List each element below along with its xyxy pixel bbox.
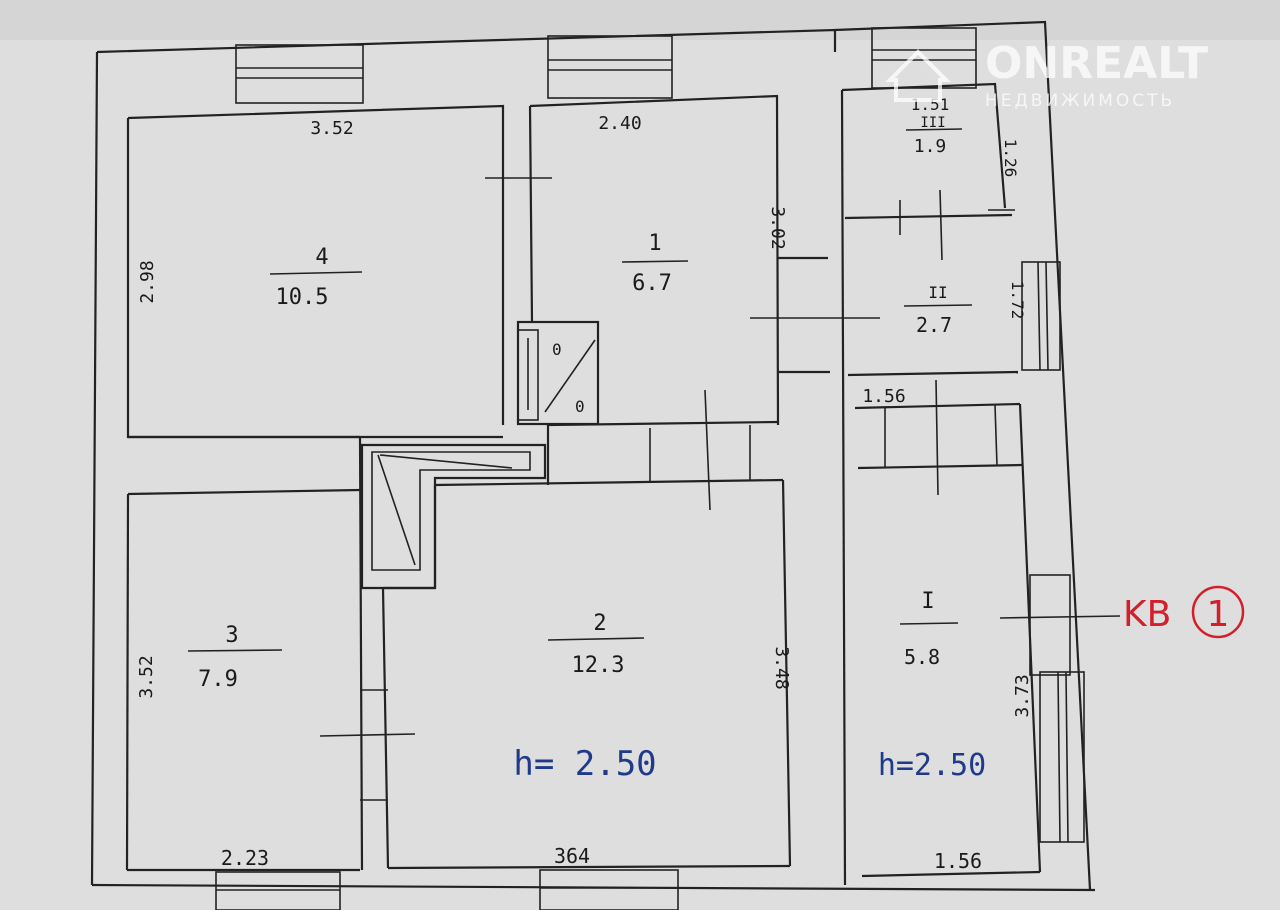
dimension-labels: 3.52 2.40 1.51 2.98 3.02 1.26 1.72 1.56 … bbox=[136, 95, 1033, 873]
svg-text:0: 0 bbox=[575, 397, 585, 416]
height-annex: h=2.50 bbox=[878, 748, 986, 783]
watermark-brand: ONREALT bbox=[985, 38, 1208, 89]
apartment-label: KB 1 bbox=[1123, 585, 1245, 639]
room-4-label: 4 10.5 bbox=[269, 245, 363, 310]
apartment-number: 1 bbox=[1207, 594, 1230, 635]
dim-top-mid: 2.40 bbox=[598, 113, 641, 134]
window-right-door bbox=[1029, 574, 1071, 676]
chimney-block bbox=[360, 443, 547, 590]
apartment-number-circle bbox=[1191, 585, 1245, 639]
apartment-prefix: KB bbox=[1123, 594, 1171, 635]
room-2-number: 2 bbox=[593, 611, 606, 636]
watermark-tagline: НЕДВИЖИМОСТЬ bbox=[985, 91, 1175, 111]
dim-bottom-right: 1.56 bbox=[934, 849, 982, 873]
room-3-label: 3 7.9 bbox=[187, 623, 283, 692]
room-I-area: 5.8 bbox=[904, 645, 940, 669]
room-2-area: 12.3 bbox=[572, 653, 625, 678]
room-II-number: II bbox=[928, 283, 947, 302]
room-III-number: III bbox=[920, 115, 945, 131]
room-3-number: 3 bbox=[225, 623, 238, 648]
room-II-area: 2.7 bbox=[916, 313, 952, 337]
room-4-area: 10.5 bbox=[276, 285, 329, 310]
dim-mid-upper: 3.02 bbox=[767, 206, 788, 249]
room-III-label: III 1.9 bbox=[905, 115, 963, 157]
paper-shadow bbox=[0, 0, 1280, 40]
window-right-upper bbox=[1021, 261, 1061, 371]
dim-top-left: 3.52 bbox=[310, 118, 353, 139]
stove-block: 0 0 bbox=[516, 320, 600, 426]
room-III-area: 1.9 bbox=[914, 136, 947, 157]
room-II-label: II 2.7 bbox=[903, 283, 973, 337]
window-bottom-left bbox=[215, 871, 341, 910]
dim-bottom-left: 2.23 bbox=[221, 846, 269, 870]
dim-right-hall: 1.56 bbox=[862, 386, 905, 407]
window-bottom-mid bbox=[539, 869, 679, 910]
window-top-left bbox=[235, 44, 364, 104]
watermark: ONREALT НЕДВИЖИМОСТЬ bbox=[885, 38, 1208, 111]
dim-mid-lower: 3.48 bbox=[771, 646, 792, 689]
dim-left-upper: 2.98 bbox=[137, 260, 158, 303]
room-1-area: 6.7 bbox=[632, 271, 672, 296]
dim-bottom-mid: 364 bbox=[554, 844, 590, 868]
svg-text:0: 0 bbox=[552, 340, 562, 359]
window-top-mid bbox=[547, 35, 673, 99]
room-3-area: 7.9 bbox=[198, 667, 238, 692]
dim-right-top: 1.26 bbox=[1001, 139, 1020, 178]
room-2-label: 2 12.3 bbox=[547, 611, 645, 678]
room-I-label: I 5.8 bbox=[899, 589, 959, 669]
window-right-lower bbox=[1039, 671, 1085, 843]
room-I-number: I bbox=[921, 589, 934, 614]
dim-left-lower: 3.52 bbox=[136, 655, 157, 698]
door-marks bbox=[319, 177, 1121, 801]
height-main: h= 2.50 bbox=[513, 744, 656, 784]
room-4-number: 4 bbox=[315, 245, 328, 270]
dim-right-lower: 3.73 bbox=[1012, 674, 1033, 717]
house-logo-icon bbox=[885, 49, 951, 102]
room-1-label: 1 6.7 bbox=[621, 231, 689, 296]
dim-top-right: 1.51 bbox=[911, 95, 950, 114]
dim-right-mid: 1.72 bbox=[1008, 281, 1027, 320]
room-1-number: 1 bbox=[648, 231, 661, 256]
